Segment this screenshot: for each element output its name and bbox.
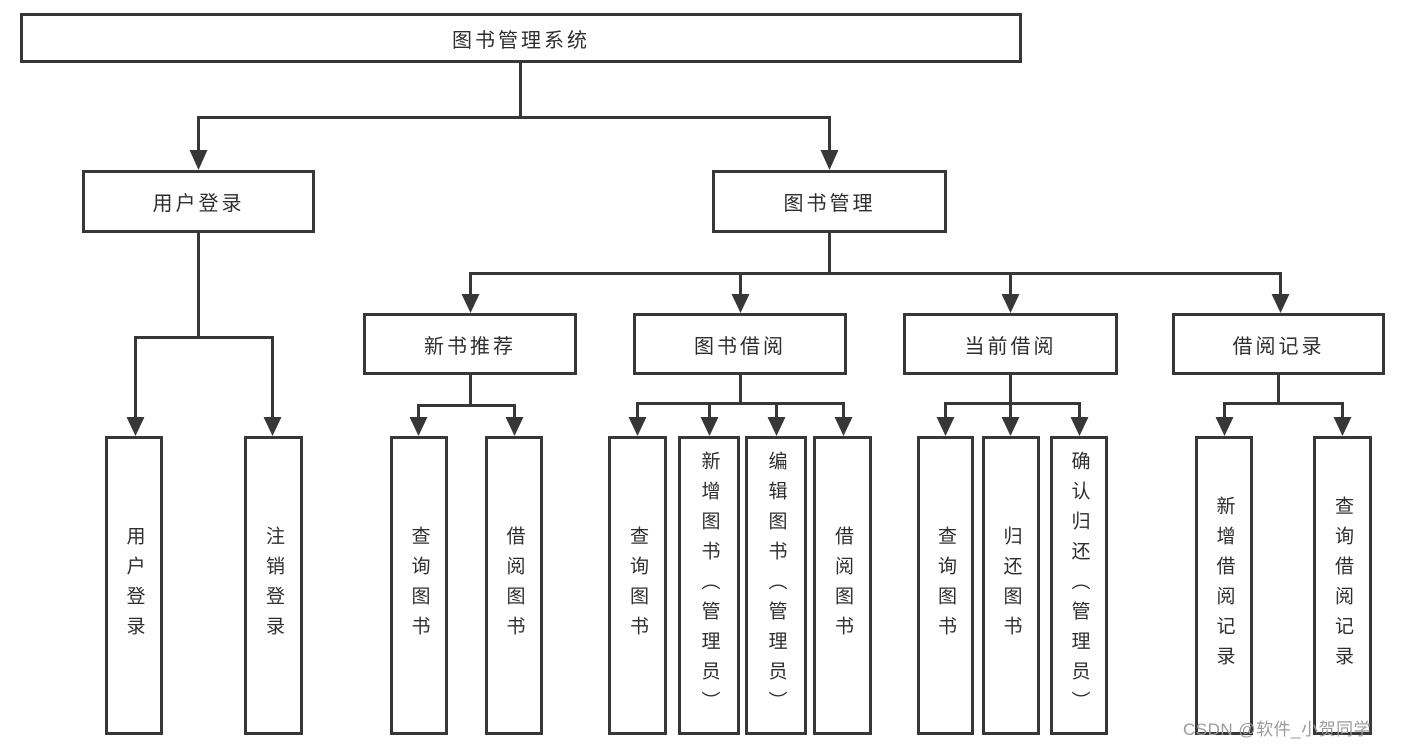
leaf-logout: 注销登录 (244, 436, 303, 735)
node-user-login: 用户登录 (82, 170, 315, 233)
node-current-borrow: 当前借阅 (903, 313, 1118, 375)
node-label: 当前借阅 (964, 335, 1057, 358)
leaf-borrow-add-books-admin: 新增图书（管理员） (678, 436, 740, 735)
node-label: 新书推荐 (424, 335, 516, 358)
node-label: 借阅图书 (503, 525, 525, 646)
arrowhead-icons (126, 150, 1352, 436)
node-label: 用户登录 (123, 525, 145, 646)
node-label: 借阅图书 (832, 525, 853, 646)
leaf-newbook-borrow-books: 借阅图书 (485, 436, 543, 735)
node-borrow-record: 借阅记录 (1172, 313, 1385, 375)
leaf-current-query-books: 查询图书 (917, 436, 974, 735)
node-label: 图书管理 (783, 193, 876, 215)
node-new-book-recommend: 新书推荐 (363, 313, 577, 375)
node-label: 新增借阅记录 (1213, 495, 1235, 676)
node-label: 查询图书 (935, 525, 956, 646)
node-book-management: 图书管理 (712, 170, 947, 233)
node-label: 确认归还（管理员） (1068, 450, 1090, 721)
node-label: 归还图书 (1000, 525, 1022, 646)
node-library-system: 图书管理系统 (20, 13, 1022, 63)
leaf-record-add-record: 新增借阅记录 (1195, 436, 1253, 735)
node-label: 借阅记录 (1232, 335, 1325, 358)
leaf-record-query-record: 查询借阅记录 (1313, 436, 1372, 735)
leaf-newbook-query-books: 查询图书 (390, 436, 448, 735)
node-label: 查询借阅记录 (1332, 495, 1353, 676)
node-label: 注销登录 (263, 525, 284, 646)
leaf-borrow-borrow-books: 借阅图书 (813, 436, 872, 735)
csdn-watermark: CSDN @软件_小贺同学 (1183, 720, 1372, 739)
leaf-current-confirm-return-admin: 确认归还（管理员） (1050, 436, 1108, 735)
node-label: 新增图书（管理员） (698, 450, 720, 721)
node-label: 查询图书 (627, 525, 648, 646)
node-label: 用户登录 (152, 193, 245, 215)
leaf-current-return-books: 归还图书 (982, 436, 1040, 735)
leaf-borrow-edit-books-admin: 编辑图书（管理员） (745, 436, 807, 735)
node-book-borrow: 图书借阅 (633, 313, 847, 375)
node-label: 图书管理系统 (452, 29, 590, 52)
leaf-user-login: 用户登录 (105, 436, 163, 735)
leaf-borrow-query-books: 查询图书 (608, 436, 667, 735)
node-label: 编辑图书（管理员） (765, 450, 787, 721)
node-label: 查询图书 (408, 525, 430, 646)
node-label: 图书借阅 (694, 335, 786, 358)
